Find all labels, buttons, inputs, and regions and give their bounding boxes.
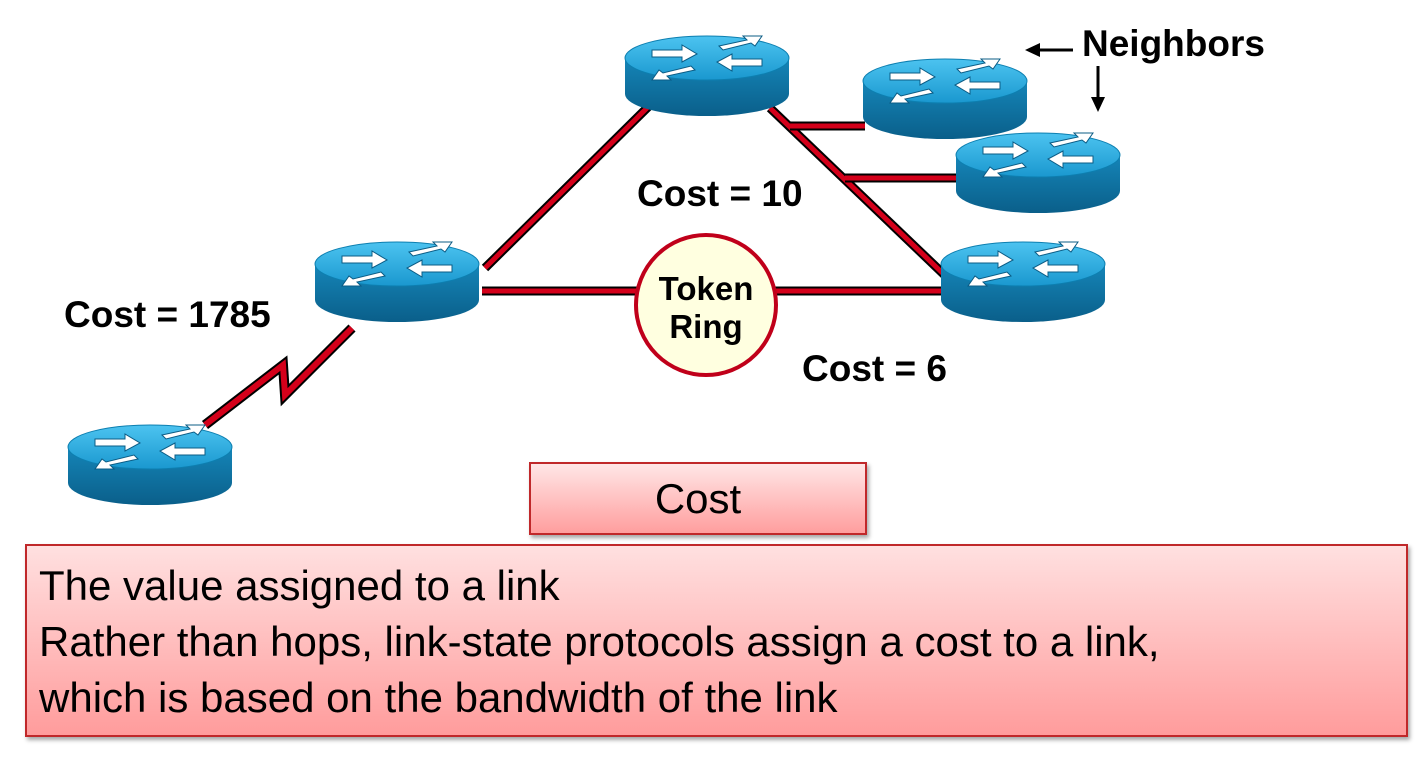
serial-link-icon	[201, 324, 356, 429]
router-icon	[862, 58, 1028, 140]
definition-line: which is based on the bandwidth of the l…	[39, 674, 838, 721]
cost-title-box: Cost	[529, 462, 867, 535]
router-icon	[67, 424, 233, 506]
arrow-left-icon	[1025, 43, 1073, 57]
cost-title: Cost	[654, 474, 742, 522]
link-top-to-right	[766, 104, 959, 289]
router-icon	[940, 241, 1106, 323]
definition-line: Rather than hops, link-state protocols a…	[39, 618, 1160, 665]
cost-label-10: Cost = 10	[637, 173, 803, 214]
definition-box: The value assigned to a link Rather than…	[25, 544, 1408, 737]
router-icon	[314, 241, 480, 323]
router-icon	[955, 132, 1121, 214]
definition-line: The value assigned to a link	[39, 562, 560, 609]
link-top-to-left	[481, 101, 654, 272]
token-ring-label-line2: Ring	[669, 308, 742, 345]
cost-label-6: Cost = 6	[802, 348, 947, 389]
cost-label-1785: Cost = 1785	[64, 294, 271, 335]
router-icon	[624, 35, 790, 117]
neighbors-label: Neighbors	[1082, 23, 1265, 64]
links	[201, 101, 960, 429]
token-ring-label-line1: Token	[659, 270, 754, 307]
token-ring-icon: Token Ring	[634, 233, 778, 377]
arrow-down-icon	[1091, 66, 1105, 112]
